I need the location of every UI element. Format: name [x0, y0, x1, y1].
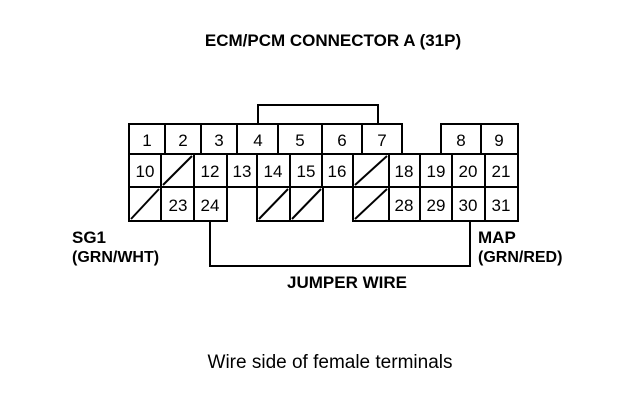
- pin-number: 18: [395, 162, 414, 181]
- pin-number: 28: [395, 196, 414, 215]
- pin-number: 5: [295, 131, 304, 150]
- pin-number: 6: [337, 131, 346, 150]
- blocked-cavity-mark: [354, 188, 388, 220]
- pin-number: 19: [427, 162, 446, 181]
- pin-number: 4: [253, 131, 262, 150]
- jumper-wire-label: JUMPER WIRE: [287, 273, 407, 292]
- pin-number: 24: [201, 196, 220, 215]
- connector-row-1: 1 2 3 4 5 6 7 8 9: [128, 123, 519, 155]
- blocked-cavity-mark: [130, 188, 160, 220]
- terminal-cavity: [484, 186, 519, 222]
- blocked-cavity-mark: [354, 155, 388, 186]
- blocked-cavity-mark: [291, 188, 322, 220]
- terminal-cavity: [289, 186, 324, 222]
- pin-number: 31: [492, 196, 511, 215]
- sg1-label: SG1: [72, 228, 106, 247]
- blocked-cavity-mark: [258, 188, 289, 220]
- pin-number: 16: [328, 162, 347, 181]
- pin-number: 2: [178, 131, 187, 150]
- pin-number: 14: [264, 162, 283, 181]
- pin-number: 8: [456, 131, 465, 150]
- pin-number: 3: [214, 131, 223, 150]
- pin-number: 12: [201, 162, 220, 181]
- pin-number: 13: [233, 162, 252, 181]
- diagram-caption: Wire side of female terminals: [208, 352, 453, 373]
- sg1-wire-color: (GRN/WHT): [72, 249, 159, 266]
- map-label: MAP: [478, 228, 516, 247]
- pin-number: 29: [427, 196, 446, 215]
- blocked-cavity-mark: [162, 155, 193, 186]
- pin-number: 30: [459, 196, 478, 215]
- lock-tab: [257, 104, 379, 124]
- pin-number: 7: [377, 131, 386, 150]
- diagram-title: ECM/PCM CONNECTOR A (31P): [205, 31, 461, 50]
- connector-row-2: 10 12 13 14 15 16 18 19 20 21: [128, 153, 519, 188]
- jumper-wire: [209, 221, 471, 267]
- pin-number: 10: [136, 162, 155, 181]
- pin-number: 9: [494, 131, 503, 150]
- connector-row-3: 23 24 28 29 30 31: [128, 186, 519, 222]
- pin-number: 23: [169, 196, 188, 215]
- pin-number: 1: [142, 131, 151, 150]
- map-wire-color: (GRN/RED): [478, 249, 562, 266]
- pin-number: 20: [459, 162, 478, 181]
- pin-number: 21: [492, 162, 511, 181]
- pin-number: 15: [297, 162, 316, 181]
